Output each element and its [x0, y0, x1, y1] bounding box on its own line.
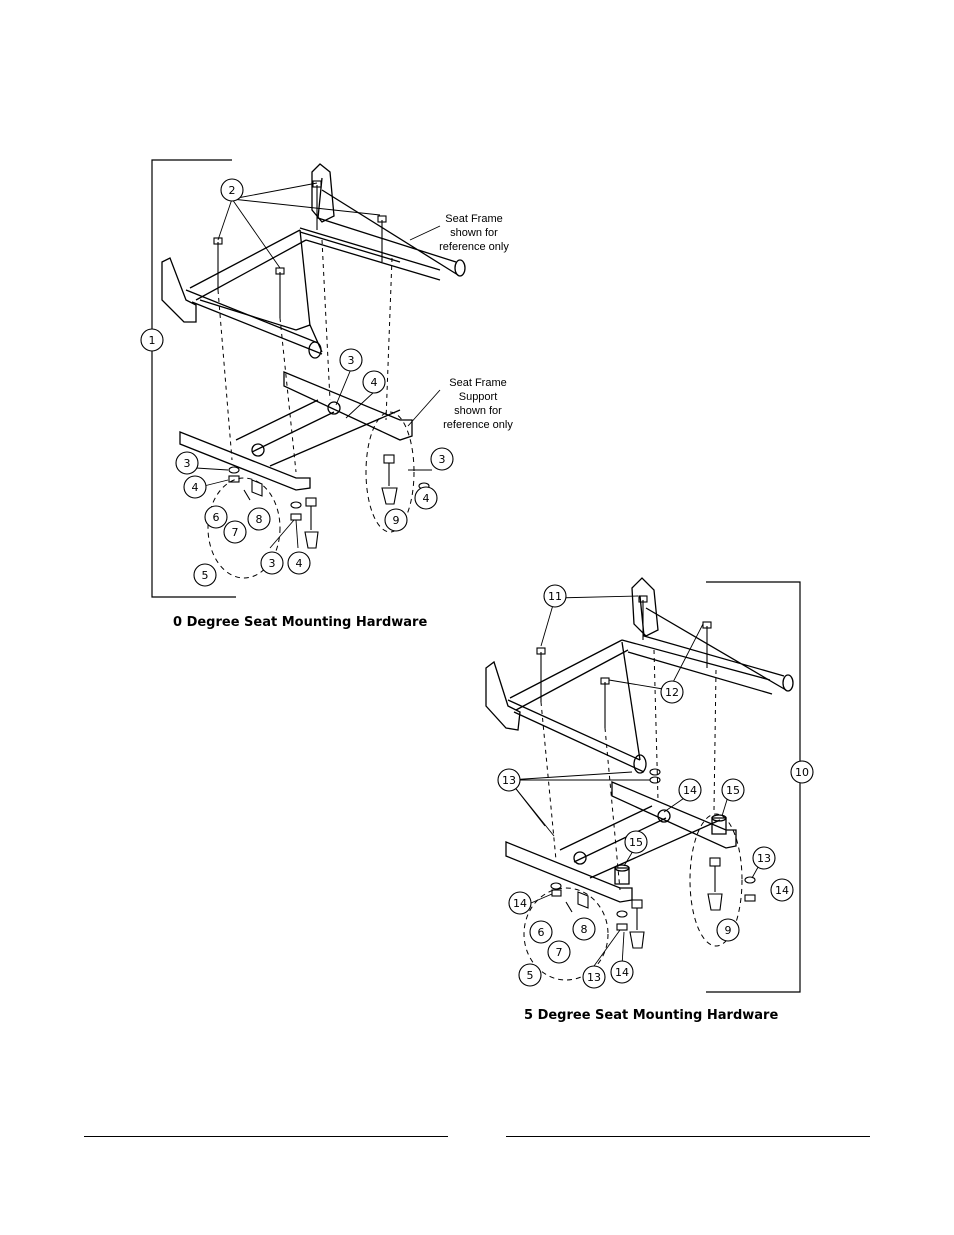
- group-ellipse-9: [365, 411, 415, 533]
- callout-1: 1: [149, 334, 156, 347]
- callout-3: 3: [348, 354, 355, 367]
- bolts-12: [536, 595, 712, 728]
- callout-7: 7: [556, 946, 563, 959]
- callout-13: 13: [757, 852, 771, 865]
- callout-4: 4: [192, 481, 199, 494]
- leader-lines-5: [508, 595, 763, 967]
- callout-3: 3: [269, 557, 276, 570]
- callout-6: 6: [538, 926, 545, 939]
- seat-frame-0: [161, 163, 466, 359]
- assembly-bracket-10: [706, 581, 801, 993]
- seat-frame-support-note: Seat Frame Support shown for reference o…: [443, 377, 513, 431]
- callout-13: 13: [587, 971, 601, 984]
- callout-4: 4: [371, 376, 378, 389]
- callout-2: 2: [229, 184, 236, 197]
- assembly-bracket-1: [151, 159, 236, 598]
- group-ellipse-5: [207, 477, 281, 579]
- callout-15: 15: [629, 836, 643, 849]
- callout-12: 12: [665, 686, 679, 699]
- alignment-lines-0: [217, 239, 393, 473]
- callout-labels-5: 11 12 10 13 14 15 15 13 14 14 6 7 8 5 13…: [502, 590, 809, 984]
- callout-14: 14: [683, 784, 697, 797]
- zero-degree-caption: 0 Degree Seat Mounting Hardware: [173, 615, 428, 630]
- callout-8: 8: [581, 923, 588, 936]
- five-degree-caption: 5 Degree Seat Mounting Hardware: [524, 1008, 779, 1023]
- group-ellipse-5: [523, 887, 609, 981]
- alignment-lines-5: [540, 649, 717, 891]
- seat-frame-5: [485, 577, 794, 774]
- callout-7: 7: [232, 526, 239, 539]
- callout-14: 14: [615, 966, 629, 979]
- group-ellipse-9: [689, 813, 743, 947]
- callouts-5: [497, 584, 814, 989]
- callout-13: 13: [502, 774, 516, 787]
- callout-3: 3: [184, 457, 191, 470]
- footer-rule-right: [506, 1136, 870, 1137]
- callout-4: 4: [423, 492, 430, 505]
- callouts-0: [140, 178, 454, 587]
- callout-10: 10: [795, 766, 809, 779]
- callout-3: 3: [439, 453, 446, 466]
- callout-labels-0: 1 2 3 4 3 4 6 7 8 5 3 4 9 3 4: [149, 184, 446, 582]
- callout-14: 14: [775, 884, 789, 897]
- callout-8: 8: [256, 513, 263, 526]
- callout-4: 4: [296, 557, 303, 570]
- callout-11: 11: [548, 590, 562, 603]
- callout-9: 9: [393, 514, 400, 527]
- callout-5: 5: [527, 969, 534, 982]
- seat-frame-support-5: [505, 781, 737, 903]
- callout-6: 6: [213, 511, 220, 524]
- hardware-5: [550, 768, 756, 949]
- callout-9: 9: [725, 924, 732, 937]
- callout-14: 14: [513, 897, 527, 910]
- seat-frame-support-0: [179, 371, 413, 491]
- footer-rule-left: [84, 1136, 448, 1137]
- seat-frame-note: Seat Frame shown for reference only: [439, 213, 509, 253]
- callout-5: 5: [202, 569, 209, 582]
- callout-15: 15: [726, 784, 740, 797]
